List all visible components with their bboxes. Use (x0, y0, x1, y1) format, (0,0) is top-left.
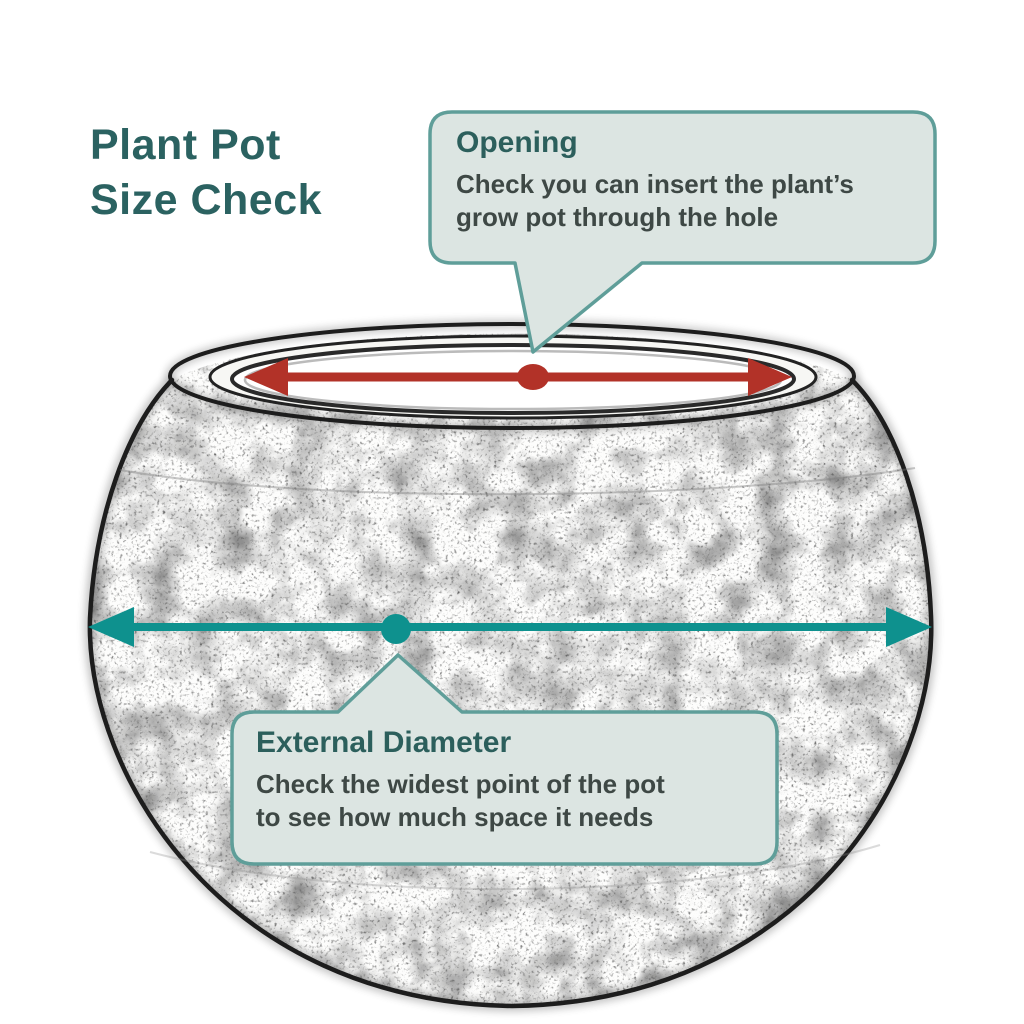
page-title-line1: Plant Pot (90, 121, 281, 169)
pot-body-outline (87, 377, 934, 1009)
page-title-line2: Size Check (90, 176, 323, 225)
sketch-accent-lower (149, 844, 881, 891)
diameter-callout-bubble (230, 653, 779, 866)
opening-callout-bubble (428, 110, 937, 354)
diameter-arrowhead-left-icon (88, 607, 134, 647)
opening-marker-dot (517, 364, 549, 390)
opening-arrowhead-left-icon (244, 358, 288, 396)
diameter-marker-dot (381, 614, 411, 644)
rim-outer-edge (168, 322, 856, 430)
diameter-arrowhead-right-icon (886, 607, 932, 647)
diameter-measurement (88, 607, 932, 647)
sketch-accent-upper (119, 467, 916, 496)
pot-sketch (84, 319, 937, 1012)
opening-arrowhead-right-icon (748, 358, 792, 396)
page-title: Plant Pot Size Check (90, 118, 322, 228)
opening-measurement (244, 358, 792, 396)
pot-texture (89, 333, 932, 1006)
